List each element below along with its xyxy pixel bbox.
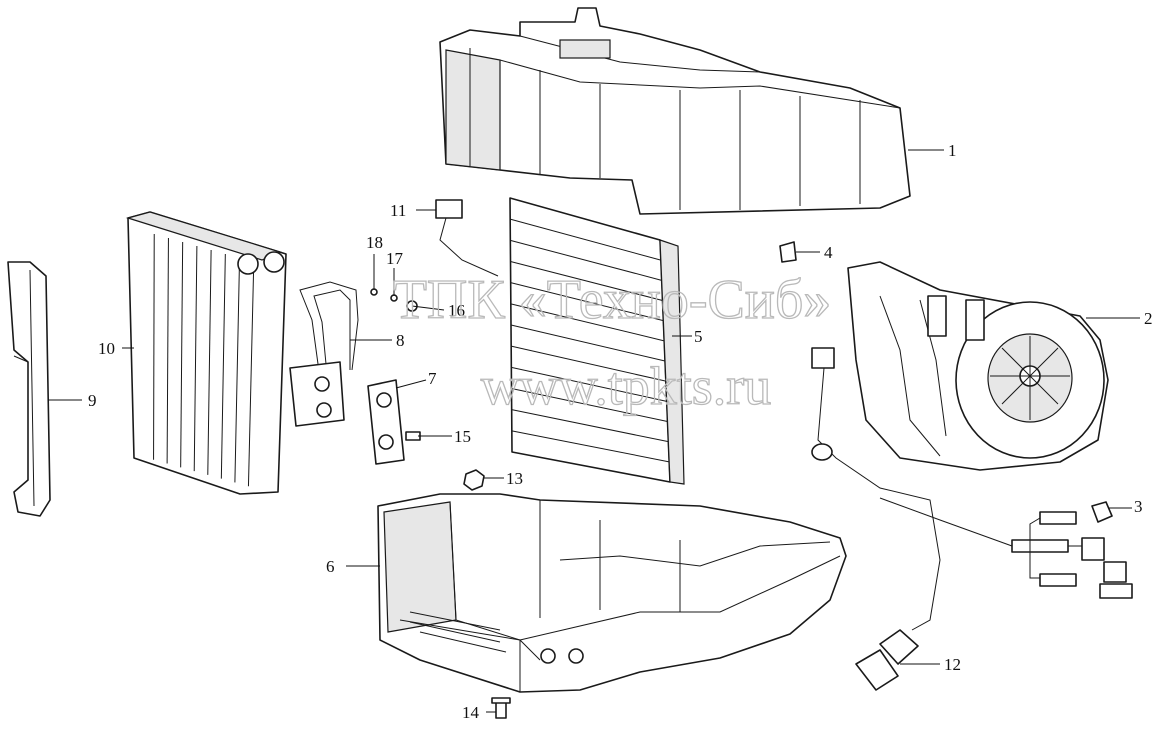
filter-slat-line: [511, 409, 669, 443]
core-fin-line: [247, 261, 255, 487]
clip-part: [779, 241, 797, 263]
wiring-harness-part: [811, 347, 941, 691]
core-fin-line: [166, 237, 169, 464]
filter-slat-line: [511, 388, 668, 422]
callout-13: 13: [506, 469, 523, 488]
core-fin-line: [207, 249, 212, 475]
core-fin-line: [153, 233, 155, 460]
core-fin-line: [220, 253, 226, 479]
filter-slat-line: [511, 366, 667, 402]
callout-5: 5: [694, 327, 703, 346]
core-fin-line: [180, 241, 184, 468]
filter-slat-line: [510, 324, 666, 362]
callout-4: 4: [824, 243, 833, 262]
expansion-valve-part: [367, 379, 405, 465]
filter-slat-line: [511, 430, 670, 463]
bracket-part: [7, 261, 51, 517]
filter-slat-line: [510, 303, 665, 342]
callout-8: 8: [396, 331, 405, 350]
blower-motor-part: [847, 261, 1109, 471]
callout-1: 1: [948, 141, 957, 160]
connector-cluster-part: [879, 497, 1133, 599]
evaporator-core-part: [125, 211, 287, 495]
callout-11: 11: [390, 201, 406, 220]
callout-12: 12: [944, 655, 961, 674]
screw-part: [405, 431, 421, 441]
callout-7: 7: [428, 369, 437, 388]
callout-17: 17: [386, 249, 404, 268]
callout-15: 15: [454, 427, 471, 446]
watermark-company: ТПК «Техно-Сиб»: [393, 269, 832, 331]
callout-18: 18: [366, 233, 383, 252]
nut-part: [463, 469, 485, 491]
temperature-sensor-part: [435, 199, 499, 277]
callout-10: 10: [98, 339, 115, 358]
callout-9: 9: [88, 391, 97, 410]
leader-lines: [48, 149, 1140, 713]
filter-slat-line: [510, 239, 662, 281]
callout-3: 3: [1134, 497, 1143, 516]
callout-14: 14: [462, 703, 480, 722]
filter-slat-line: [510, 282, 664, 322]
callout-16: 16: [448, 301, 465, 320]
callout-labels: 1 2 3 4 5 6 7 8 9 10 11 12 13 14 15 16 1…: [88, 141, 1153, 722]
filter-slat-line: [510, 218, 661, 261]
lower-housing-part: [377, 493, 847, 693]
watermark: ТПК «Техно-Сиб» www.tpkts.ru: [392, 268, 832, 416]
callout-2: 2: [1144, 309, 1153, 328]
core-fin-line: [193, 245, 198, 472]
filter-slat-line: [510, 261, 663, 301]
callout-6: 6: [326, 557, 335, 576]
cabin-filter-part: [509, 197, 685, 485]
filter-slat-line: [511, 345, 666, 382]
core-fin-line: [234, 257, 241, 483]
upper-housing-part: [439, 7, 911, 215]
watermark-website: www.tpkts.ru: [481, 356, 772, 416]
bolt-part: [491, 697, 511, 719]
refrigerant-pipes-part: [289, 281, 359, 427]
